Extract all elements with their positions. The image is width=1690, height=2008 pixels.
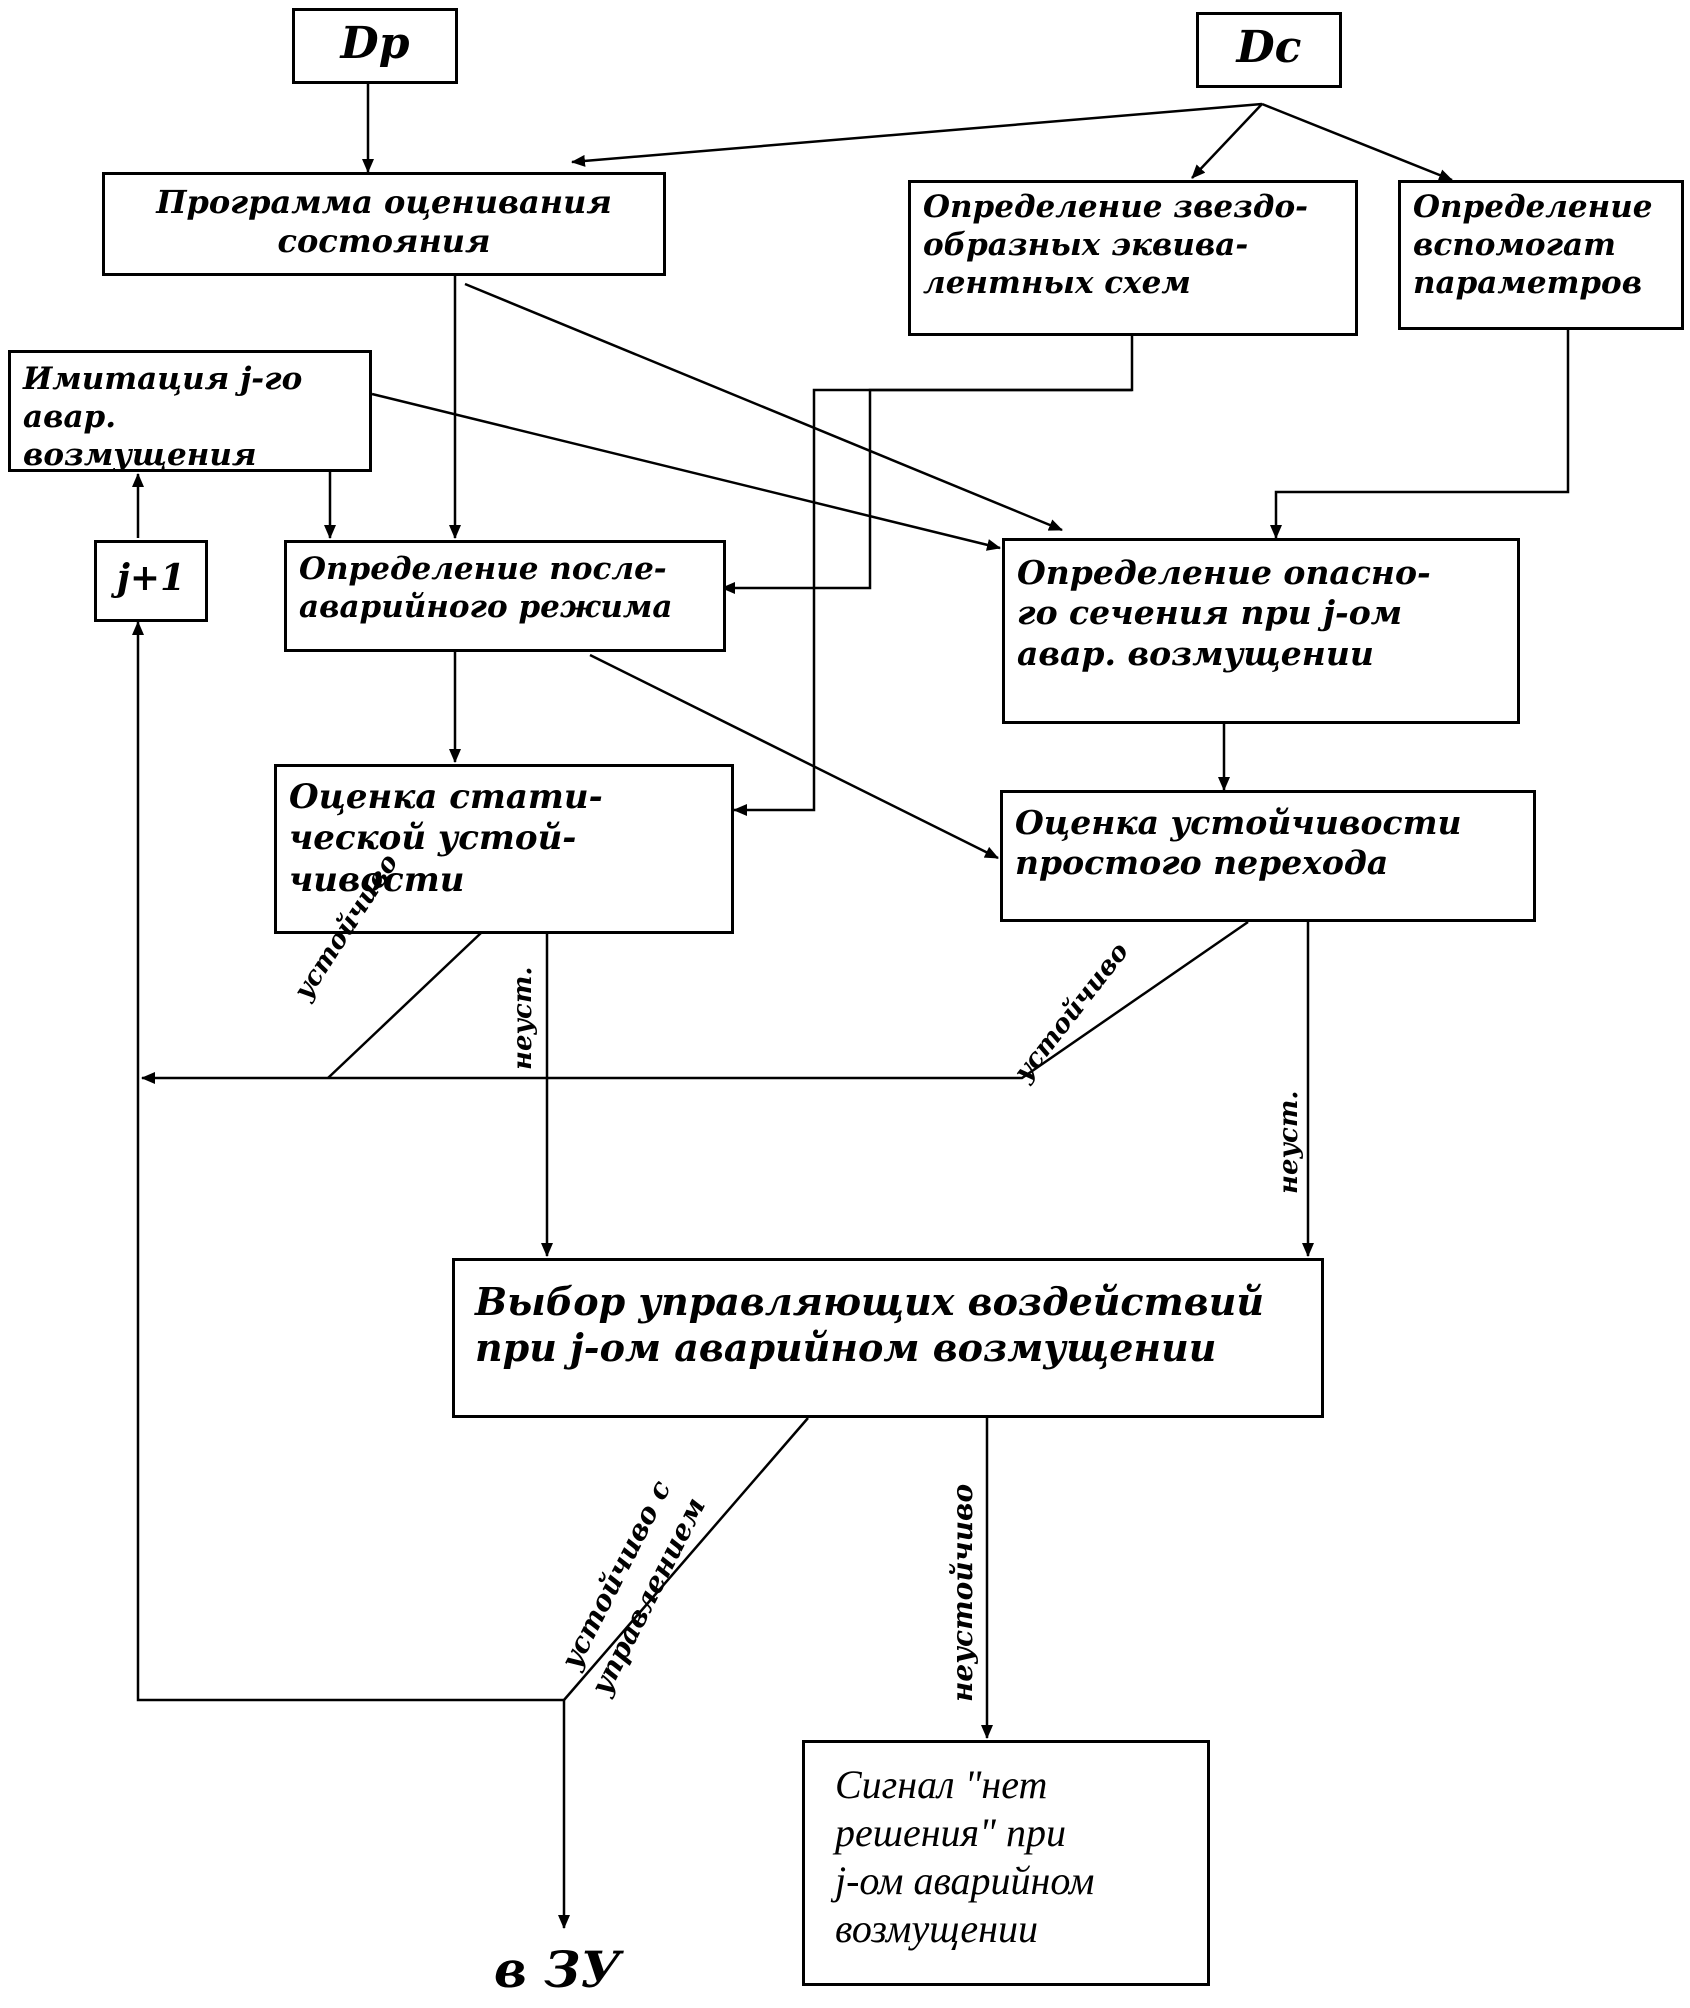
arrow-dc-to-aux-params: [1261, 102, 1453, 182]
static-stability-box: Оценка стати- ческой устой- чивости: [274, 764, 734, 934]
arrow-imitation-to-dangerous-section: [371, 392, 1001, 551]
arrow-estimation-to-dangerous-section: [464, 282, 1063, 532]
stable-branch-static: [327, 931, 483, 1079]
state-estimation-box: Программа оценивания состояния: [102, 172, 666, 276]
star-equivalents-box: Определение звездо- образных эквива- лен…: [908, 180, 1358, 336]
label-unstable-control: неустойчиво: [946, 1483, 979, 1702]
arrow-dc-to-star-equivalents: [1191, 103, 1263, 179]
aux-params-box: Определение вспомогат параметров: [1398, 180, 1684, 330]
stable-branch-transition: [141, 920, 1249, 1084]
arrow-aux-params-to-dangerous-section: [1270, 330, 1570, 539]
transition-stability-box: Оценка устойчивости простого перехода: [1000, 790, 1536, 922]
label-unstable-static: неуст.: [508, 966, 538, 1070]
no-solution-box: Сигнал "нет решения" при j-ом аварийном …: [802, 1740, 1210, 1986]
arrow-star-equivalents-to-static-stability: [733, 388, 1132, 816]
stable-with-control-branch: [563, 1417, 809, 1701]
arrow-post-fault-to-transition-stability: [589, 653, 999, 860]
feedback-to-counter: [132, 621, 564, 1702]
post-fault-box: Определение после- аварийного режима: [284, 540, 726, 652]
dc-box: Dс: [1196, 12, 1342, 88]
control-choice-box: Выбор управляющих воздействий при j-ом а…: [452, 1258, 1324, 1418]
imitation-box: Имитация j-го авар. возмущения: [8, 350, 372, 472]
counter-box: j+1: [94, 540, 208, 622]
dangerous-section-box: Определение опасно- го сечения при j-ом …: [1002, 538, 1520, 724]
dp-box: Dр: [292, 8, 458, 84]
arrow-dc-to-estimation: [571, 102, 1263, 167]
output-memory-label: в ЗУ: [494, 1940, 621, 1999]
label-unstable-transition: неуст.: [1274, 1090, 1304, 1194]
